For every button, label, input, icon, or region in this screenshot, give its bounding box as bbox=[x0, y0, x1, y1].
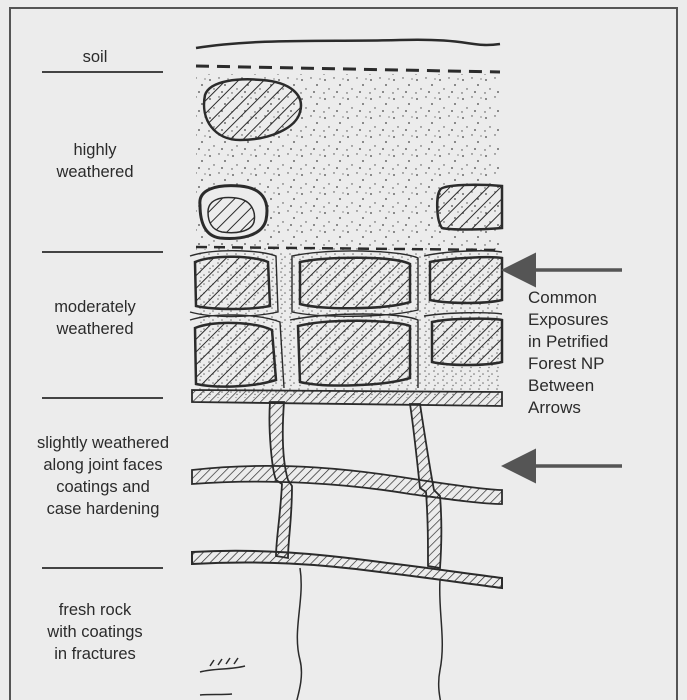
joint-bands bbox=[192, 390, 502, 588]
zone-label-line: case hardening bbox=[8, 498, 198, 520]
zone-label-line: coatings and bbox=[8, 476, 198, 498]
joint-band-upper bbox=[192, 390, 502, 406]
annotation-line: in Petrified bbox=[528, 331, 658, 353]
zone-label-moderately-weathered: moderately weathered bbox=[30, 296, 160, 340]
fresh-rock-fractures bbox=[200, 568, 444, 700]
soil-surface-line bbox=[196, 40, 500, 48]
annotation-line: Forest NP bbox=[528, 353, 658, 375]
zone-label-line: along joint faces bbox=[8, 454, 198, 476]
annotation-line: Common bbox=[528, 287, 658, 309]
joint-band-middle bbox=[192, 466, 502, 504]
highly-weathered-boulder-core bbox=[208, 198, 254, 233]
zone-label-line: with coatings bbox=[30, 621, 160, 643]
zone-label-slightly-weathered: slightly weathered along joint faces coa… bbox=[8, 432, 198, 520]
zone-label-fresh-rock: fresh rock with coatings in fractures bbox=[30, 599, 160, 665]
zone-label-line: moderately bbox=[30, 296, 160, 318]
zone-label-line: slightly weathered bbox=[8, 432, 198, 454]
annotation-line: Exposures bbox=[528, 309, 658, 331]
zone-label-line: weathered bbox=[40, 161, 150, 183]
zone-label-line: fresh rock bbox=[30, 599, 160, 621]
annotation-line: Arrows bbox=[528, 397, 658, 419]
annotation-line: Between bbox=[528, 375, 658, 397]
highly-weathered-boulder-right bbox=[437, 185, 502, 230]
zone-label-line: weathered bbox=[30, 318, 160, 340]
soil-base-dashed-line bbox=[196, 66, 500, 72]
zone-label-line: highly bbox=[40, 139, 150, 161]
zone-label-soil: soil bbox=[40, 46, 150, 68]
zone-label-line: in fractures bbox=[30, 643, 160, 665]
exposure-annotation: Common Exposures in Petrified Forest NP … bbox=[528, 287, 658, 419]
zone-label-highly-weathered: highly weathered bbox=[40, 139, 150, 183]
zone-label-soil-line: soil bbox=[40, 46, 150, 68]
joint-band-lower bbox=[192, 551, 502, 588]
